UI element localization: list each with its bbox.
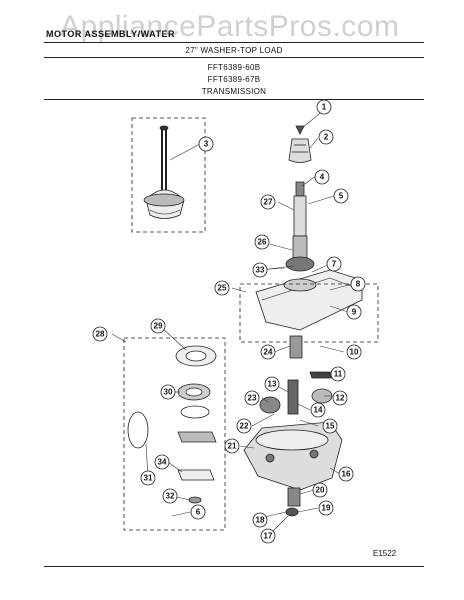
callout-3: 3 xyxy=(204,140,209,149)
callout-34: 34 xyxy=(158,458,167,467)
transmission-case xyxy=(243,421,343,517)
header-rule-1 xyxy=(44,57,424,58)
callout-12: 12 xyxy=(336,394,345,403)
callout-25: 25 xyxy=(218,284,227,293)
callout-14: 14 xyxy=(314,406,323,415)
agitator-shaft-group-box xyxy=(131,117,206,233)
callout-11: 11 xyxy=(334,370,343,379)
header-model-2: FFT6389-67B xyxy=(207,75,261,84)
transmission-shaft xyxy=(285,181,315,272)
callout-13: 13 xyxy=(268,380,277,389)
callout-23: 23 xyxy=(248,394,257,403)
seal-kit-parts xyxy=(127,345,217,516)
callout-22: 22 xyxy=(240,422,249,431)
header-rule-top xyxy=(44,42,424,43)
callout-32: 32 xyxy=(166,492,175,501)
agitator-cap-parts xyxy=(288,125,312,163)
watermark: AppliancePartsPros.com xyxy=(60,10,400,43)
callout-6: 6 xyxy=(196,508,201,517)
callout-4: 4 xyxy=(320,173,325,182)
gear-stack xyxy=(259,335,333,415)
agitator-shaft-assembly xyxy=(143,125,185,219)
header-rule-bottom xyxy=(44,99,424,100)
header-product-line: 27" WASHER-TOP LOAD xyxy=(185,46,283,55)
callout-21: 21 xyxy=(228,442,237,451)
callout-19: 19 xyxy=(322,504,331,513)
cover-group-box xyxy=(239,283,379,343)
transmission-cover xyxy=(255,269,363,331)
callout-1: 1 xyxy=(322,103,327,112)
callout-numbers: 1 2 3 4 5 6 7 8 9 10 11 12 13 14 15 16 1… xyxy=(96,103,361,541)
callout-8: 8 xyxy=(356,280,361,289)
callout-27: 27 xyxy=(264,198,273,207)
callout-33: 33 xyxy=(256,266,265,275)
callout-7: 7 xyxy=(332,260,337,269)
callout-9: 9 xyxy=(352,308,357,317)
header-section-name: TRANSMISSION xyxy=(201,87,267,96)
callout-29: 29 xyxy=(154,322,163,331)
callout-5: 5 xyxy=(339,192,344,201)
callout-26: 26 xyxy=(258,238,267,247)
callout-17: 17 xyxy=(264,532,273,541)
callout-30: 30 xyxy=(164,388,173,397)
callout-2: 2 xyxy=(324,133,329,142)
callout-circles xyxy=(92,99,366,544)
callout-18: 18 xyxy=(256,516,265,525)
callout-10: 10 xyxy=(350,348,359,357)
footer-rule xyxy=(44,566,424,567)
callout-16: 16 xyxy=(342,470,351,479)
diagram-code: E1522 xyxy=(373,549,397,558)
header-model-1: FFT6389-60B xyxy=(207,63,261,72)
callout-24: 24 xyxy=(264,348,273,357)
callout-20: 20 xyxy=(316,486,325,495)
callout-31: 31 xyxy=(144,474,153,483)
callout-28: 28 xyxy=(96,330,105,339)
callout-15: 15 xyxy=(326,422,335,431)
seal-kit-group-box xyxy=(123,337,226,531)
section-title: MOTOR ASSEMBLY/WATER xyxy=(46,29,176,39)
